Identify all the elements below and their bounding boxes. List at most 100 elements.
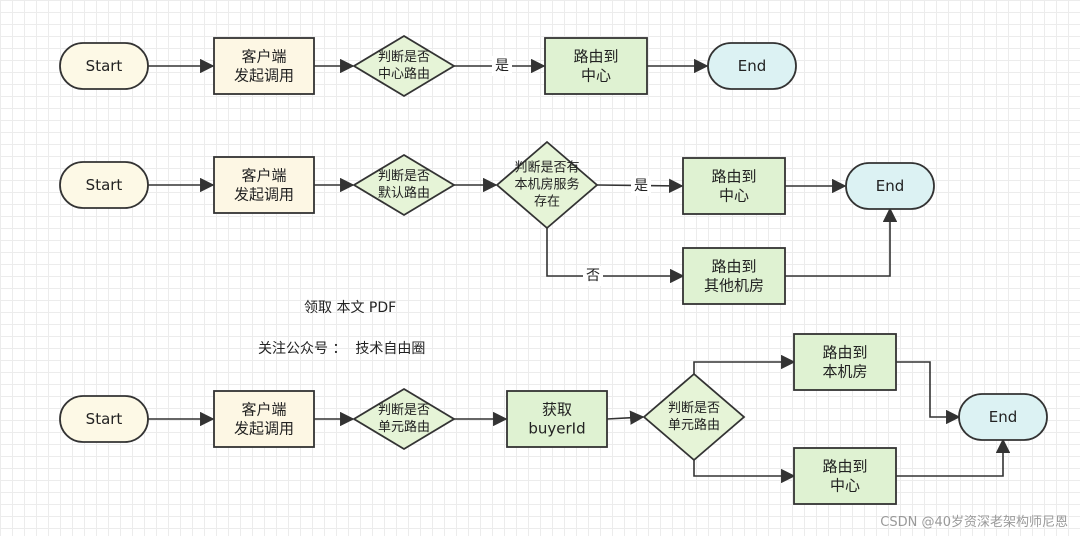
process-box [506, 390, 608, 448]
edge-line [896, 438, 1011, 477]
node-label-line: 路由到 [711, 168, 756, 186]
node-label-line: End [738, 57, 767, 75]
decision-diamond [352, 34, 456, 98]
edge-r3_dec2-to-r3_local [693, 354, 796, 374]
node-label-line: 其他机房 [704, 277, 764, 295]
nodes-layer: Start客户端发起调用判断是否中心路由路由到中心EndStart客户端发起调用… [59, 34, 1048, 505]
terminal-shape [958, 393, 1048, 441]
terminal-shape [845, 162, 935, 210]
node-label-line: Start [86, 57, 123, 75]
edge-label-background [583, 266, 603, 286]
process-box [213, 37, 315, 95]
edge-label: 是 [495, 58, 509, 74]
decision-diamond [352, 153, 456, 217]
edge-r3_dec2-to-r3_center [693, 460, 796, 484]
edge-label: 是 [634, 178, 648, 194]
node-label-line: 单元路由 [378, 419, 430, 435]
process-box [544, 37, 648, 95]
node-label-line: 中心路由 [378, 66, 430, 82]
node-label-line: 中心 [581, 67, 611, 85]
node-label-line: Start [86, 410, 123, 428]
node-r2-end[interactable]: End [845, 162, 935, 210]
decision-diamond [495, 140, 599, 230]
edge-line [693, 354, 796, 374]
process-box [793, 447, 897, 505]
edge-r3_buyer-to-r3_dec2 [606, 410, 645, 425]
edge-r3_center-to-r3_end [896, 438, 1011, 477]
node-r3-end[interactable]: End [958, 393, 1048, 441]
node-label-line: 存在 [534, 195, 560, 210]
edge-label-background [631, 176, 651, 196]
edge-line [785, 207, 898, 277]
node-label-line: 判断是否 [378, 50, 430, 65]
edge-line [606, 410, 645, 425]
terminal-shape [59, 42, 149, 90]
node-label-line: 客户端 [241, 48, 286, 66]
decision-diamond [642, 372, 746, 462]
edge-r2_dec2-to-r2_other: 否 [546, 228, 685, 286]
edge-r3_local-to-r3_end [896, 361, 961, 425]
node-label-line: 路由到 [822, 458, 867, 476]
edge-label: 否 [586, 268, 600, 284]
node-label-line: 中心 [830, 477, 860, 495]
node-label-line: 判断是否 [668, 401, 720, 416]
node-label-line: 本机房服务 [514, 177, 579, 193]
edge-line [896, 361, 961, 425]
node-label-line: 客户端 [241, 401, 286, 419]
node-label-line: 判断是否 [378, 169, 430, 184]
process-box [682, 157, 786, 215]
node-label-line: 路由到 [822, 344, 867, 362]
edge-label-background [492, 56, 512, 76]
node-r3-start[interactable]: Start [59, 395, 149, 443]
node-label-line: 发起调用 [234, 67, 294, 85]
edge-r2_dec2-to-r2_center: 是 [596, 176, 684, 196]
edge-line [693, 460, 796, 484]
node-label-line: buyerId [528, 420, 585, 438]
node-label-line: End [876, 177, 905, 195]
node-label-line: 单元路由 [668, 417, 720, 433]
node-label-line: 发起调用 [234, 420, 294, 438]
follow-note: 关注公众号 ： 技术自由圈 [258, 341, 426, 357]
node-r1-end[interactable]: End [707, 42, 797, 90]
node-label-line: 路由到 [711, 258, 756, 276]
node-label-line: 客户端 [241, 167, 286, 185]
watermark-text: CSDN @40岁资深老架构师尼恩 [880, 515, 1068, 530]
node-label-line: 中心 [719, 187, 749, 205]
node-r2-start[interactable]: Start [59, 161, 149, 209]
edges-layer: 是是否 [148, 56, 1011, 484]
terminal-shape [707, 42, 797, 90]
node-label-line: 默认路由 [378, 185, 430, 201]
node-label-line: 判断是否 [378, 403, 430, 418]
edge-r1_dec-to-r1_route: 是 [454, 56, 546, 76]
node-label-line: 判断是否有 [514, 161, 579, 176]
process-box [213, 156, 315, 214]
process-box [682, 247, 786, 305]
edge-line [546, 228, 685, 284]
terminal-shape [59, 161, 149, 209]
node-r1-start[interactable]: Start [59, 42, 149, 90]
node-label-line: 发起调用 [234, 186, 294, 204]
node-label-line: End [989, 408, 1018, 426]
node-label-line: 本机房 [822, 363, 867, 381]
decision-diamond [352, 387, 456, 451]
process-box [213, 390, 315, 448]
process-box [793, 333, 897, 391]
edge-r2_other-to-r2_end [785, 207, 898, 277]
node-label-line: 路由到 [573, 48, 618, 66]
node-label-line: 获取 [542, 401, 572, 419]
